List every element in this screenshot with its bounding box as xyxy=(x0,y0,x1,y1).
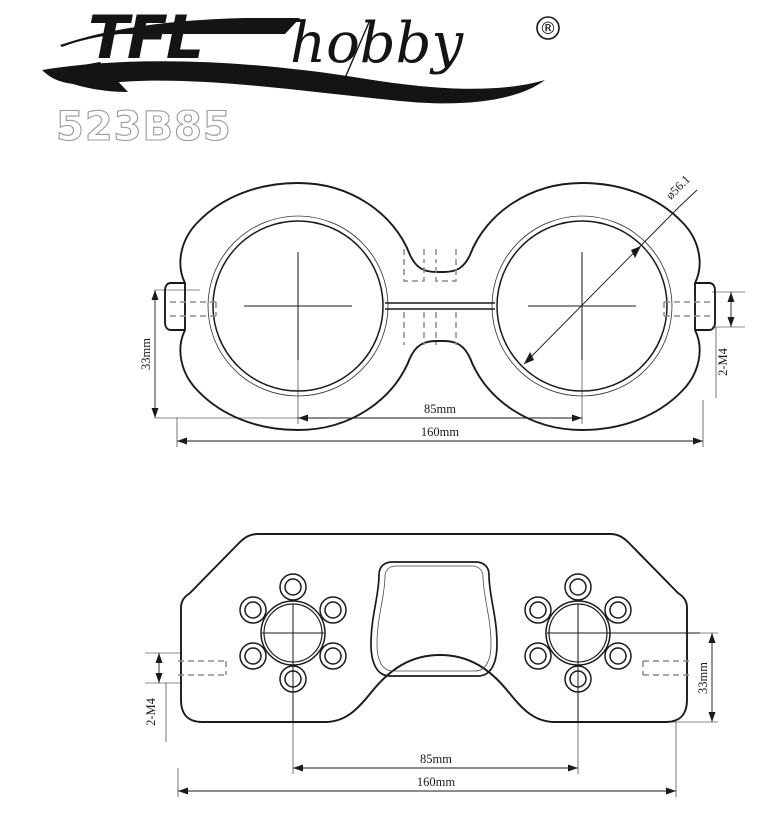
bolt-pattern-right xyxy=(524,573,700,722)
logo-swoosh-main xyxy=(42,61,545,104)
dimension-span-85mm-bottom: 85mm xyxy=(292,700,579,774)
plate-center-cutout-inner xyxy=(376,565,492,672)
registered-circle-icon xyxy=(536,16,560,40)
bolt-hole xyxy=(524,596,552,624)
dimension-height-33mm: 33mm xyxy=(139,289,320,419)
dimension-thread-2-M4-right-label: 2-M4 xyxy=(716,347,730,376)
bolt-hole xyxy=(239,596,267,624)
dimension-thread-2-M4-left-label: 2-M4 xyxy=(144,697,158,726)
dimension-width-160mm-bottom-label: 160mm xyxy=(417,775,455,789)
dimension-width-160mm-bottom: 160mm xyxy=(177,722,677,797)
bolt-pattern-left xyxy=(239,573,347,722)
top-view-tab-thread-hidden-left xyxy=(170,301,217,317)
bolt-hole xyxy=(604,642,632,670)
top-view-right-tab xyxy=(695,282,716,331)
bolt-hole xyxy=(239,642,267,670)
top-view-tab-thread-hidden-right xyxy=(663,301,710,317)
plate-thread-hidden-left xyxy=(178,660,227,676)
dimension-height-33mm-right: 33mm xyxy=(660,632,718,723)
part-number: 523B85 xyxy=(56,104,232,150)
bolt-hole xyxy=(279,573,307,601)
dimension-width-160mm-top: 160mm xyxy=(176,400,704,447)
logo-swoosh-top xyxy=(60,18,300,47)
plate-center-cutout xyxy=(370,561,498,677)
bolt-hole xyxy=(564,573,592,601)
dimension-width-160mm-top-label: 160mm xyxy=(421,425,459,439)
top-view-left-tab xyxy=(164,282,185,331)
top-view-hidden-bolt-lines xyxy=(403,249,457,345)
plate-outer-profile xyxy=(180,533,688,723)
plate-view: 2-M4 33mm 85mm 160mm xyxy=(144,533,718,797)
dimension-bore-diameter: ø56.1 xyxy=(523,172,698,365)
plate-thread-hidden-right xyxy=(642,660,690,676)
logo-slash xyxy=(344,19,371,79)
bolt-hole xyxy=(319,642,347,670)
brand-logo: TFL hobby ® xyxy=(42,3,560,104)
dimension-span-85mm-bottom-label: 85mm xyxy=(420,752,452,766)
logo-text-tfl: TFL xyxy=(88,3,202,73)
registered-mark: ® xyxy=(540,19,557,39)
logo-text-hobby: hobby xyxy=(290,11,464,76)
dimension-height-33mm-label: 33mm xyxy=(139,338,153,370)
top-view: ø56.1 33mm 2-M4 xyxy=(139,172,745,447)
bolt-hole xyxy=(604,596,632,624)
logo-swoosh-tail xyxy=(44,62,128,92)
dimension-span-85mm-top-label: 85mm xyxy=(424,402,456,416)
dimension-height-33mm-right-label: 33mm xyxy=(696,662,710,694)
dimension-thread-2-M4-right: 2-M4 xyxy=(712,291,745,398)
dimension-span-85mm-top: 85mm xyxy=(297,360,583,424)
top-view-center-marks xyxy=(244,252,636,360)
top-view-center-bridge xyxy=(385,302,495,310)
bolt-hole xyxy=(524,642,552,670)
bolt-hole xyxy=(319,596,347,624)
dimension-thread-2-M4-left: 2-M4 xyxy=(144,652,182,742)
